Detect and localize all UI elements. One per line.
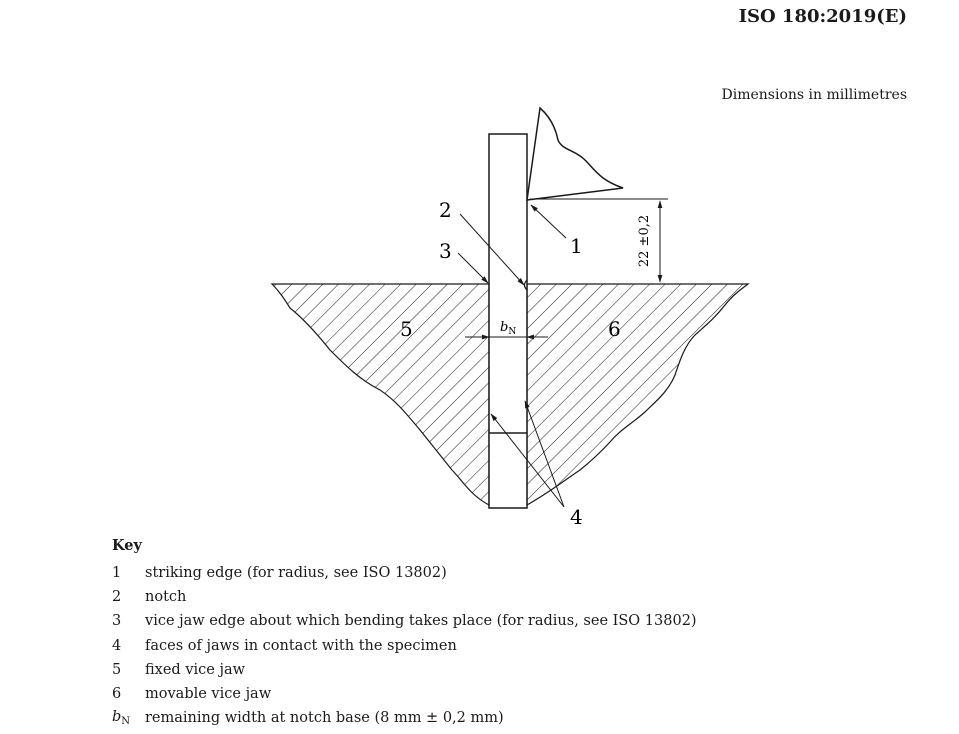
standard-id: ISO 180:2019(E) [738, 6, 907, 27]
callout-3: 3 [439, 239, 452, 263]
key-symbol: 6 [112, 686, 122, 703]
leader-2 [459, 213, 525, 286]
bn-label: bN [500, 320, 516, 337]
callout-2: 2 [439, 198, 452, 222]
key-symbol: 1 [112, 565, 122, 582]
callout-4: 4 [570, 505, 583, 529]
key-item: 5 fixed vice jaw [112, 658, 697, 682]
leader-3 [457, 252, 489, 284]
figure-key: Key 1 striking edge (for radius, see ISO… [112, 537, 697, 730]
key-title: Key [112, 537, 142, 554]
key-item: 4 faces of jaws in contact with the spec… [112, 634, 697, 658]
leader-4a [490, 413, 565, 508]
dimension-label-22: 22 ±0,2 [637, 215, 652, 267]
key-description: striking edge (for radius, see ISO 13802… [145, 565, 447, 582]
test-setup-figure: 22 ±0,2 bN 1 2 3 4 5 6 [270, 106, 750, 529]
leader-1 [530, 204, 567, 239]
dimensions-note: Dimensions in millimetres [721, 87, 908, 103]
key-item-bn: bN remaining width at notch base (8 mm ±… [112, 706, 697, 730]
key-description: movable vice jaw [145, 686, 272, 703]
striker [526, 106, 624, 201]
leader-4b [524, 400, 565, 508]
callout-5: 5 [400, 317, 413, 341]
key-description: faces of jaws in contact with the specim… [145, 637, 457, 654]
key-symbol: 4 [112, 637, 122, 654]
key-item: 2 notch [112, 585, 697, 609]
key-symbol-bn: bN [112, 709, 131, 728]
movable-vice-jaw [526, 283, 750, 507]
key-symbol: 3 [112, 613, 122, 630]
key-item: 1 striking edge (for radius, see ISO 138… [112, 561, 697, 585]
specimen [488, 133, 528, 509]
key-description: remaining width at notch base (8 mm ± 0,… [145, 710, 504, 727]
key-description: vice jaw edge about which bending takes … [145, 613, 697, 630]
callout-1: 1 [570, 234, 583, 258]
key-item: 3 vice jaw edge about which bending take… [112, 609, 697, 633]
key-description: fixed vice jaw [145, 661, 246, 678]
callout-6: 6 [608, 317, 621, 341]
key-item: 6 movable vice jaw [112, 682, 697, 706]
key-description: notch [145, 589, 187, 606]
fixed-vice-jaw [270, 283, 490, 506]
key-symbol: 5 [112, 661, 122, 678]
key-symbol: 2 [112, 589, 122, 606]
